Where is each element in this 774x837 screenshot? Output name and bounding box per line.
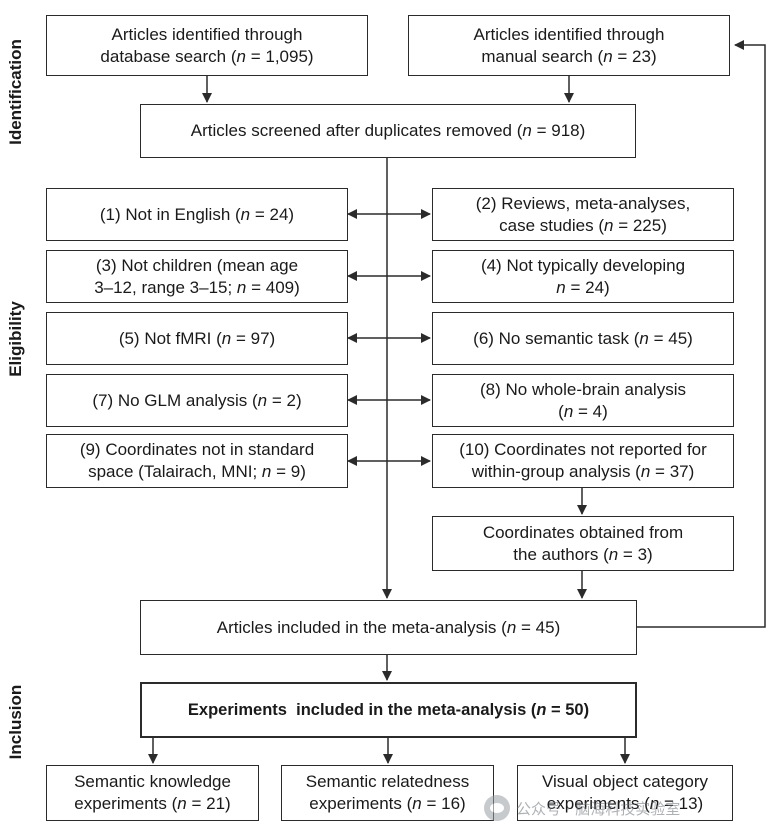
- semantic-relatedness-box: Semantic relatedness experiments (n = 16): [281, 765, 494, 821]
- exclusion-text-6: (6) No semantic task (n = 45): [473, 328, 693, 348]
- semantic-relatedness-text-1: Semantic relatedness: [305, 772, 470, 791]
- experiments-included-box: Experiments included in the meta-analysi…: [140, 682, 637, 738]
- exclusion-text-8a: (8) No whole-brain analysis: [480, 379, 686, 399]
- exclusion-text-3a: (3) Not children (mean age: [95, 255, 299, 275]
- exclusion-text-1: (1) Not in English (n = 24): [99, 204, 295, 224]
- exclusion-box-7: (7) No GLM analysis (n = 2): [46, 374, 348, 427]
- semantic-relatedness-text-2: experiments (n = 16): [309, 794, 466, 813]
- exclusion-box-6: (6) No semantic task (n = 45): [432, 312, 734, 365]
- manual-search-text-2: manual search (n = 23): [481, 46, 657, 66]
- screened-box: Articles screened after duplicates remov…: [140, 104, 636, 158]
- visual-object-category-text-1: Visual object category: [541, 772, 708, 791]
- articles-included-box: Articles included in the meta-analysis (…: [140, 600, 637, 655]
- visual-object-category-box: Visual object category experiments (n = 1…: [517, 765, 733, 821]
- stage-label-inclusion: Inclusion: [6, 684, 25, 760]
- exclusion-box-9: (9) Coordinates not in standard space (Ta…: [46, 434, 348, 488]
- wechat-icon: [484, 795, 510, 821]
- exclusion-text-2a: (2) Reviews, meta-analyses,: [475, 193, 691, 213]
- exclusion-text-8b: (n = 4): [558, 401, 608, 421]
- exclusion-box-2: (2) Reviews, meta-analyses,case studies …: [432, 188, 734, 241]
- exclusion-box-10: (10) Coordinates not reported for within-…: [432, 434, 734, 488]
- exclusion-box-5: (5) Not fMRI (n = 97): [46, 312, 348, 365]
- semantic-knowledge-box: Semantic knowledge experiments (n = 21): [46, 765, 259, 821]
- exclusion-text-3b: 3–12, range 3–15; n = 409): [94, 277, 300, 297]
- watermark-text: 公众号 · 脑海科技实验室: [516, 799, 681, 818]
- exclusion-text-2b: case studies (n = 225): [499, 215, 667, 235]
- exclusion-text-10a: (10) Coordinates not reported for: [459, 440, 707, 459]
- exclusion-text-4a: (4) Not typically developing: [480, 255, 686, 275]
- semantic-knowledge-text-1: Semantic knowledge: [74, 772, 231, 791]
- manual-search-text-1: Articles identified through: [473, 24, 665, 44]
- watermark: 公众号 · 脑海科技实验室: [484, 790, 754, 826]
- database-search-text-2: database search (n = 1,095): [100, 46, 314, 66]
- arrow-included-to-manual: [637, 40, 766, 628]
- exclusion-text-9a: (9) Coordinates not in standard: [79, 440, 315, 459]
- stage-label-eligibility: Eligibility: [6, 301, 25, 377]
- visual-object-category-text-2: experiments (n = 13): [546, 794, 704, 813]
- coordinates-obtained-text-1: Coordinates obtained from: [482, 522, 684, 542]
- database-search-text-1: Articles identified through: [111, 24, 303, 44]
- experiments-included-text: Experiments included in the meta-analysi…: [187, 701, 590, 719]
- stage-label-identification: Identification: [6, 39, 25, 145]
- screened-text: Articles screened after duplicates remov…: [190, 121, 586, 140]
- coordinates-obtained-text-2: the authors (n = 3): [513, 544, 653, 564]
- exclusion-text-7: (7) No GLM analysis (n = 2): [92, 390, 302, 410]
- exclusion-text-5: (5) Not fMRI (n = 97): [118, 328, 276, 348]
- exclusion-box-1: (1) Not in English (n = 24): [46, 188, 348, 241]
- semantic-knowledge-text-2: experiments (n = 21): [74, 794, 231, 813]
- exclusion-text-10b: within-group analysis (n = 37): [471, 462, 695, 481]
- exclusion-text-9b: space (Talairach, MNI; n = 9): [88, 462, 306, 481]
- exclusion-text-4b: n = 24): [556, 277, 610, 297]
- exclusion-box-8: (8) No whole-brain analysis(n = 4): [432, 374, 734, 427]
- articles-included-text: Articles included in the meta-analysis (…: [216, 617, 561, 637]
